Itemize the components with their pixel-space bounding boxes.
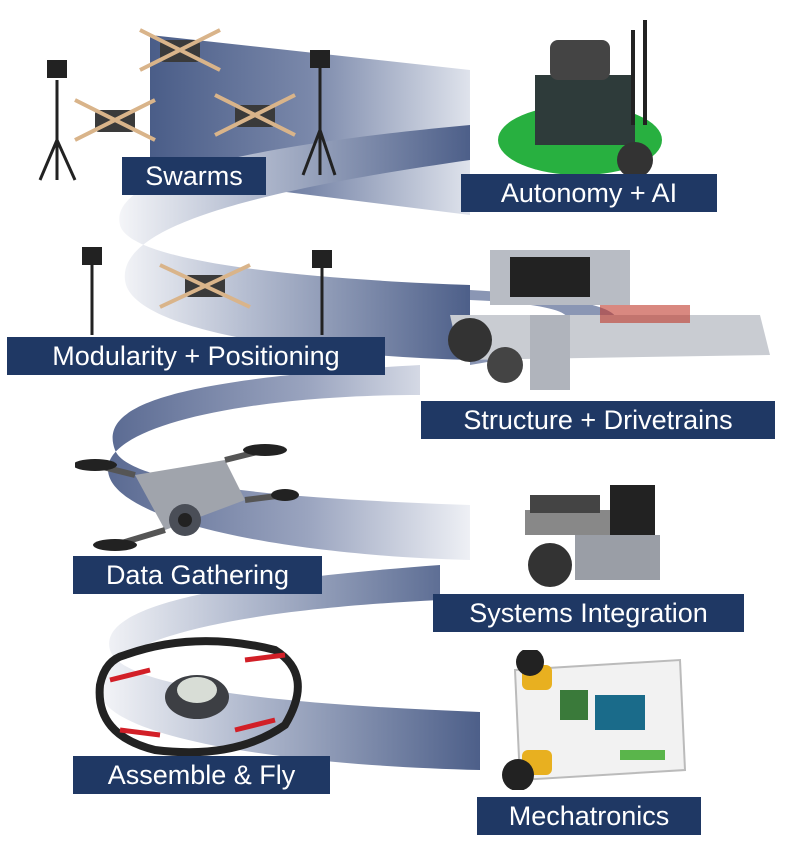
label-systems-integration: Systems Integration bbox=[433, 594, 744, 632]
modular-drone-icon bbox=[82, 247, 332, 335]
drone-swarm-icon bbox=[38, 28, 337, 181]
label-modularity-positioning: Modularity + Positioning bbox=[7, 337, 385, 375]
label-mechatronics: Mechatronics bbox=[477, 797, 701, 835]
sensor-robot-icon bbox=[525, 485, 660, 587]
label-data-gathering: Data Gathering bbox=[73, 556, 322, 594]
caged-drone-icon bbox=[95, 637, 302, 757]
arduino-car-icon bbox=[502, 650, 687, 790]
label-structure-drivetrains: Structure + Drivetrains bbox=[421, 401, 775, 439]
autonomous-robot-icon bbox=[498, 20, 662, 178]
camera-drone-icon bbox=[75, 444, 299, 551]
label-swarms: Swarms bbox=[122, 157, 266, 195]
metal-chassis-robot-icon bbox=[448, 250, 770, 390]
label-autonomy-ai: Autonomy + AI bbox=[461, 174, 717, 212]
label-assemble-fly: Assemble & Fly bbox=[73, 756, 330, 794]
